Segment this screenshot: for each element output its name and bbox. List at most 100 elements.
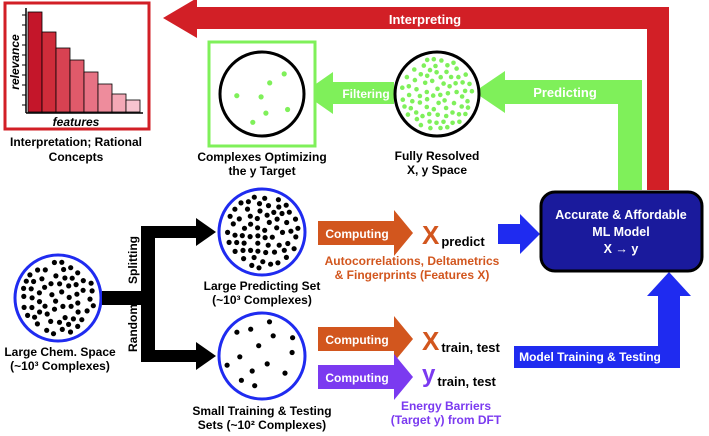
optimizing-circle	[218, 50, 306, 138]
sample-dot	[295, 225, 301, 231]
model-training-label: Model Training & Testing	[519, 350, 661, 364]
ml-model-line1: Accurate & Affordable	[555, 208, 687, 222]
sample-dot	[248, 326, 254, 332]
inset-bar	[111, 93, 127, 113]
sample-dot	[254, 215, 260, 222]
sample-dot	[241, 240, 247, 246]
ml-model-line2: ML Model	[592, 225, 649, 239]
filtering-arrow	[303, 72, 394, 114]
large-space-label-line1: Large Chem. Space	[4, 345, 116, 359]
sample-dot	[56, 319, 63, 325]
sample-dot	[264, 212, 270, 218]
sample-dot	[256, 201, 263, 207]
sample-dot	[263, 110, 269, 116]
sample-dot	[237, 354, 243, 360]
sample-dot	[454, 89, 459, 95]
sample-dot	[424, 89, 430, 95]
sample-dot	[410, 98, 415, 104]
sample-dot	[234, 329, 240, 335]
sample-dot	[422, 80, 428, 86]
sample-dot	[402, 104, 407, 109]
sample-dot	[447, 84, 452, 89]
sample-dot	[27, 272, 33, 278]
ml-model-line3: X → y	[604, 242, 639, 256]
sample-dot	[450, 110, 455, 115]
sample-dot	[275, 197, 281, 203]
sample-dot	[282, 370, 288, 376]
sample-dot	[244, 206, 251, 212]
sample-dot	[274, 225, 280, 231]
sample-dot	[80, 278, 86, 284]
filtering-label: Filtering	[342, 87, 389, 101]
sample-dot	[42, 303, 48, 309]
sample-dot	[69, 275, 75, 281]
sample-dot	[435, 112, 441, 118]
sample-dot	[283, 254, 289, 260]
sample-dot	[463, 72, 469, 77]
sample-dot	[465, 105, 471, 110]
sample-dot	[417, 93, 423, 99]
computing-train-y-label: Computing	[325, 371, 388, 385]
sample-dot	[427, 67, 433, 73]
sample-dot	[271, 209, 277, 215]
inset-bar	[83, 71, 99, 113]
sample-dot	[420, 113, 425, 119]
sample-dot	[74, 291, 80, 297]
sample-dot	[61, 266, 67, 273]
sample-dot	[59, 259, 65, 265]
sample-dot	[67, 329, 74, 335]
sample-dot	[241, 256, 247, 262]
sample-dot	[291, 246, 297, 252]
inset-bar	[125, 99, 141, 113]
sample-dot	[51, 306, 58, 312]
sample-dot	[450, 120, 455, 126]
predict-set-circle	[217, 187, 307, 277]
sample-dot	[31, 314, 38, 320]
sample-dot	[433, 63, 438, 69]
sample-dot	[430, 93, 436, 98]
sample-dot	[448, 74, 454, 80]
x-predict-to-model-arrow	[498, 214, 540, 254]
sample-dot	[257, 208, 263, 214]
sample-dot	[288, 228, 294, 234]
inset-xlabel: features	[53, 115, 100, 129]
sample-dot	[49, 292, 55, 298]
predict-set-label-line1: Large Predicting Set	[204, 279, 321, 293]
sample-dot	[247, 213, 253, 219]
sample-dot	[48, 318, 54, 324]
sample-dot	[42, 267, 48, 273]
sample-dot	[252, 383, 258, 389]
target-desc-line1: Energy Barriers	[401, 399, 491, 413]
sample-dot	[457, 119, 462, 125]
sample-dot	[418, 72, 424, 77]
sample-dot	[459, 104, 465, 109]
inset-bar	[41, 31, 57, 113]
sample-dot	[262, 227, 268, 233]
sample-dot	[62, 275, 68, 281]
splitting-label: Splitting	[126, 236, 140, 284]
sample-dot	[68, 265, 74, 271]
features-desc-line1: Autocorrelations, Deltametrics	[325, 254, 500, 268]
sample-dot	[274, 216, 280, 222]
sample-dot	[232, 206, 238, 212]
sample-dot	[456, 112, 462, 117]
x-train-sub: train, test	[441, 340, 500, 355]
sample-dot	[426, 111, 432, 117]
sample-dot	[66, 283, 72, 289]
sample-dot	[255, 240, 261, 246]
sample-dot	[289, 349, 295, 356]
sample-dot	[25, 312, 31, 318]
sample-dot	[265, 203, 272, 209]
sample-dot	[59, 326, 65, 332]
sample-dot	[255, 248, 261, 254]
sample-dot	[406, 92, 412, 98]
sample-dot	[28, 286, 34, 292]
sample-dot	[435, 86, 440, 92]
inset-bar	[97, 83, 113, 113]
sample-dot	[89, 288, 95, 294]
sample-dot	[439, 58, 444, 63]
train-set-label-line2: Sets (~10² Complexes)	[198, 418, 326, 432]
sample-dot	[234, 93, 240, 99]
sample-dot	[239, 233, 245, 239]
